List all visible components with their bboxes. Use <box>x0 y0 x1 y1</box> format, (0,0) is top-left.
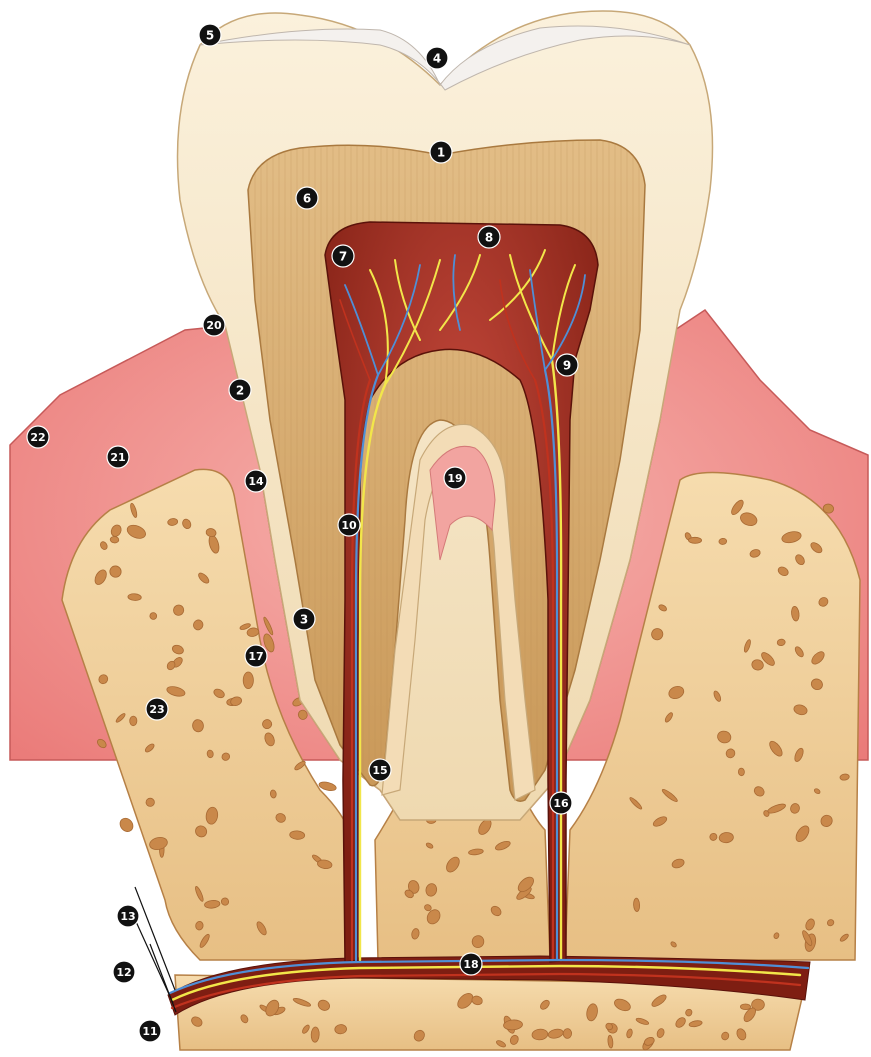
marker-20: 20 <box>203 314 225 336</box>
marker-22: 22 <box>27 426 49 448</box>
marker-label: 17 <box>248 650 263 663</box>
marker-label: 5 <box>206 29 214 43</box>
marker-21: 21 <box>107 446 129 468</box>
marker-15: 15 <box>369 759 391 781</box>
bone-hole <box>130 716 138 726</box>
marker-9: 9 <box>556 354 578 376</box>
marker-10: 10 <box>338 514 360 536</box>
marker-14: 14 <box>245 470 267 492</box>
bone-hole <box>738 768 745 776</box>
marker-label: 7 <box>339 250 347 264</box>
marker-label: 19 <box>447 472 462 485</box>
marker-label: 8 <box>485 231 493 245</box>
bone-hole <box>243 672 253 689</box>
marker-16: 16 <box>550 792 572 814</box>
marker-label: 10 <box>341 519 357 532</box>
marker-label: 3 <box>300 613 308 627</box>
marker-label: 1 <box>437 146 445 160</box>
marker-label: 9 <box>563 359 571 373</box>
marker-12: 12 <box>113 961 135 983</box>
bone-hole <box>110 536 119 543</box>
marker-7: 7 <box>332 245 354 267</box>
marker-label: 18 <box>463 958 478 971</box>
marker-label: 11 <box>142 1025 157 1038</box>
bone-hole <box>117 816 135 834</box>
marker-18: 18 <box>460 953 482 975</box>
marker-label: 21 <box>110 451 125 464</box>
marker-label: 12 <box>116 966 131 979</box>
marker-11: 11 <box>139 1020 161 1042</box>
marker-6: 6 <box>296 187 318 209</box>
marker-2: 2 <box>229 379 251 401</box>
bone-hole <box>146 798 155 806</box>
marker-label: 20 <box>206 319 222 332</box>
bone-hole <box>740 1004 750 1010</box>
bone-hole <box>688 537 701 543</box>
marker-label: 23 <box>149 703 164 716</box>
marker-label: 13 <box>120 910 135 923</box>
marker-5: 5 <box>199 24 221 46</box>
marker-label: 4 <box>433 52 441 66</box>
marker-3: 3 <box>293 608 315 630</box>
marker-4: 4 <box>426 47 448 69</box>
marker-19: 19 <box>444 467 466 489</box>
marker-8: 8 <box>478 226 500 248</box>
marker-label: 14 <box>248 475 264 488</box>
marker-label: 22 <box>30 431 45 444</box>
marker-17: 17 <box>245 645 267 667</box>
marker-label: 16 <box>553 797 569 810</box>
marker-label: 6 <box>303 192 311 206</box>
marker-label: 15 <box>372 764 387 777</box>
marker-13: 13 <box>117 905 139 927</box>
marker-1: 1 <box>430 141 452 163</box>
marker-23: 23 <box>146 698 168 720</box>
bone-hole <box>719 538 727 545</box>
marker-label: 2 <box>236 384 244 398</box>
bone-hole <box>563 1028 572 1038</box>
